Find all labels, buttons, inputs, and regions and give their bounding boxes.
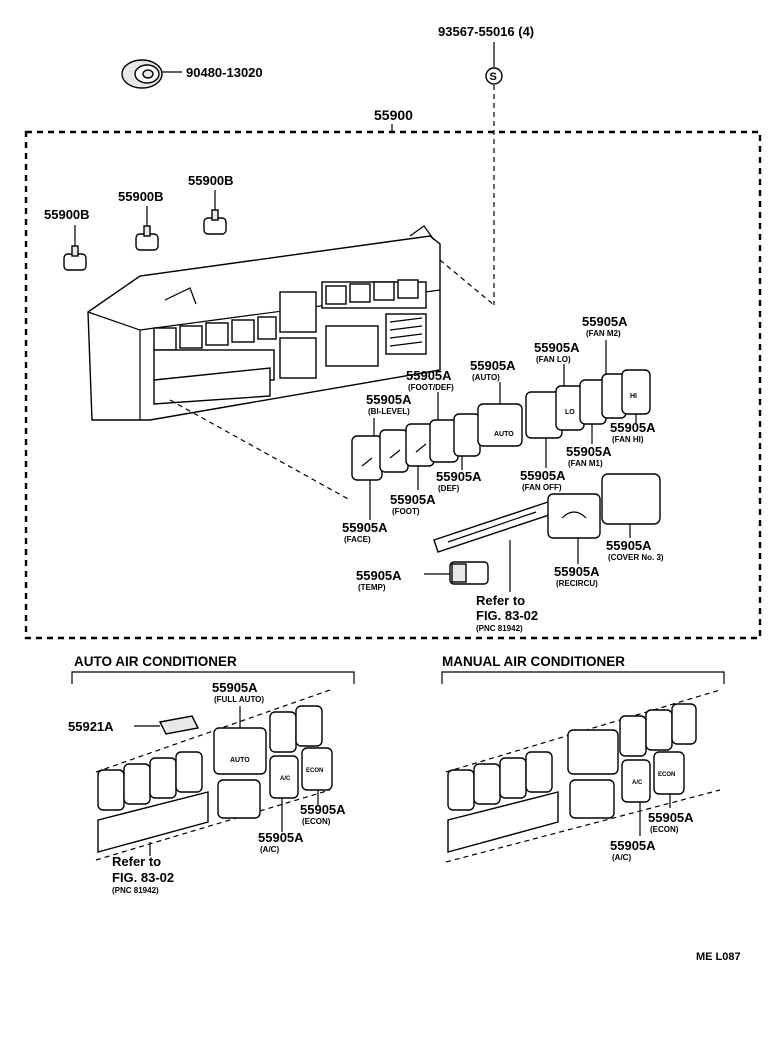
foot-def-label: 55905A bbox=[406, 368, 452, 383]
def-label: 55905A bbox=[436, 469, 482, 484]
auto-button-glyph: AUTO bbox=[494, 431, 514, 438]
figure-code: ME L087 bbox=[696, 951, 741, 963]
recircu-sub: (RECIRCU) bbox=[556, 579, 598, 588]
lo-button-glyph: LO bbox=[565, 409, 575, 416]
face-label: 55905A bbox=[342, 520, 388, 535]
manual-econ-sub: (ECON) bbox=[650, 825, 679, 834]
fan-off-sub: (FAN OFF) bbox=[522, 483, 562, 492]
refer-top-line2: FIG. 83-02 bbox=[476, 608, 538, 623]
auto-refer-line2: FIG. 83-02 bbox=[112, 870, 174, 885]
bulb-a-part bbox=[63, 225, 87, 271]
def-sub: (DEF) bbox=[438, 484, 460, 493]
fan-hi-sub: (FAN HI) bbox=[612, 435, 644, 444]
foot-label: 55905A bbox=[390, 492, 436, 507]
bulb-socket-label: 90480-13020 bbox=[186, 65, 263, 80]
manual-econ-label: 55905A bbox=[648, 810, 694, 825]
fan-buttons-group: LO HI bbox=[525, 369, 651, 439]
auto-panel-drawing: AUTO A/C ECON bbox=[95, 689, 333, 861]
refer-top-line1: Refer to bbox=[476, 593, 525, 608]
auto-ac-button-glyph: A/C bbox=[280, 776, 291, 782]
manual-section-bracket bbox=[441, 671, 725, 684]
fan-lo-label: 55905A bbox=[534, 340, 580, 355]
cover3-label: 55905A bbox=[606, 538, 652, 553]
foot-def-sub: (FOOT/DEF) bbox=[408, 383, 454, 392]
screw-symbol: S bbox=[485, 42, 503, 305]
bulb-b-part bbox=[135, 206, 159, 251]
fan-m2-label: 55905A bbox=[582, 314, 628, 329]
refer-top-sub: (PNC 81942) bbox=[476, 624, 523, 633]
bi-level-sub: (BI-LEVEL) bbox=[368, 407, 410, 416]
mode-buttons-group bbox=[351, 413, 481, 481]
bracket-label: 55921A bbox=[68, 719, 114, 734]
manual-ac-button-glyph: A/C bbox=[632, 780, 643, 786]
fan-off-label: 55905A bbox=[520, 468, 566, 483]
foot-sub: (FOOT) bbox=[392, 507, 420, 516]
auto-refer-line1: Refer to bbox=[112, 854, 161, 869]
auto-refer-sub: (PNC 81942) bbox=[112, 886, 159, 895]
bulb-b-label: 55900B bbox=[118, 189, 164, 204]
manual-ac-sub: (A/C) bbox=[612, 853, 631, 862]
cover-no3-part bbox=[601, 473, 661, 525]
recirc-button-part bbox=[547, 493, 601, 539]
auto-button-part: AUTO bbox=[477, 403, 523, 447]
manual-ac-label: 55905A bbox=[610, 838, 656, 853]
manual-panel-drawing: A/C ECON bbox=[445, 689, 721, 863]
fan-hi-label: 55905A bbox=[610, 420, 656, 435]
screw-label: 93567-55016 (4) bbox=[438, 24, 534, 39]
auto-label: 55905A bbox=[470, 358, 516, 373]
assembly-boundary bbox=[24, 130, 762, 640]
screw-symbol-letter: S bbox=[490, 71, 497, 83]
bi-level-label: 55905A bbox=[366, 392, 412, 407]
auto-sub: (AUTO) bbox=[472, 373, 500, 382]
auto-econ-label: 55905A bbox=[300, 802, 346, 817]
bulb-socket-part bbox=[121, 59, 182, 89]
cover3-sub: (COVER No. 3) bbox=[608, 553, 664, 562]
full-auto-button-glyph: AUTO bbox=[230, 757, 250, 764]
auto-section-heading: AUTO AIR CONDITIONER bbox=[74, 654, 237, 669]
bulb-a-label: 55900B bbox=[44, 207, 90, 222]
leader-lines bbox=[369, 340, 637, 592]
full-auto-label: 55905A bbox=[212, 680, 258, 695]
temp-sub: (TEMP) bbox=[358, 583, 386, 592]
hi-button-glyph: HI bbox=[630, 393, 637, 400]
fan-m1-label: 55905A bbox=[566, 444, 612, 459]
bulb-c-part bbox=[203, 190, 227, 235]
manual-econ-button-glyph: ECON bbox=[658, 772, 675, 778]
recircu-label: 55905A bbox=[554, 564, 600, 579]
bulb-c-label: 55900B bbox=[188, 173, 234, 188]
assembly-label: 55900 bbox=[374, 107, 413, 123]
manual-section-heading: MANUAL AIR CONDITIONER bbox=[442, 654, 625, 669]
auto-econ-sub: (ECON) bbox=[302, 817, 331, 826]
auto-ac-label: 55905A bbox=[258, 830, 304, 845]
fan-lo-sub: (FAN LO) bbox=[536, 355, 571, 364]
fan-m2-sub: (FAN M2) bbox=[586, 329, 621, 338]
face-sub: (FACE) bbox=[344, 535, 371, 544]
temp-knob-part bbox=[449, 561, 489, 585]
temp-slider-panel bbox=[433, 501, 553, 553]
control-panel-assembly bbox=[87, 225, 441, 421]
auto-section-bracket bbox=[71, 671, 355, 684]
temp-label: 55905A bbox=[356, 568, 402, 583]
fan-m1-sub: (FAN M1) bbox=[568, 459, 603, 468]
full-auto-sub: (FULL AUTO) bbox=[214, 695, 264, 704]
auto-ac-sub: (A/C) bbox=[260, 845, 279, 854]
auto-econ-button-glyph: ECON bbox=[306, 768, 323, 774]
